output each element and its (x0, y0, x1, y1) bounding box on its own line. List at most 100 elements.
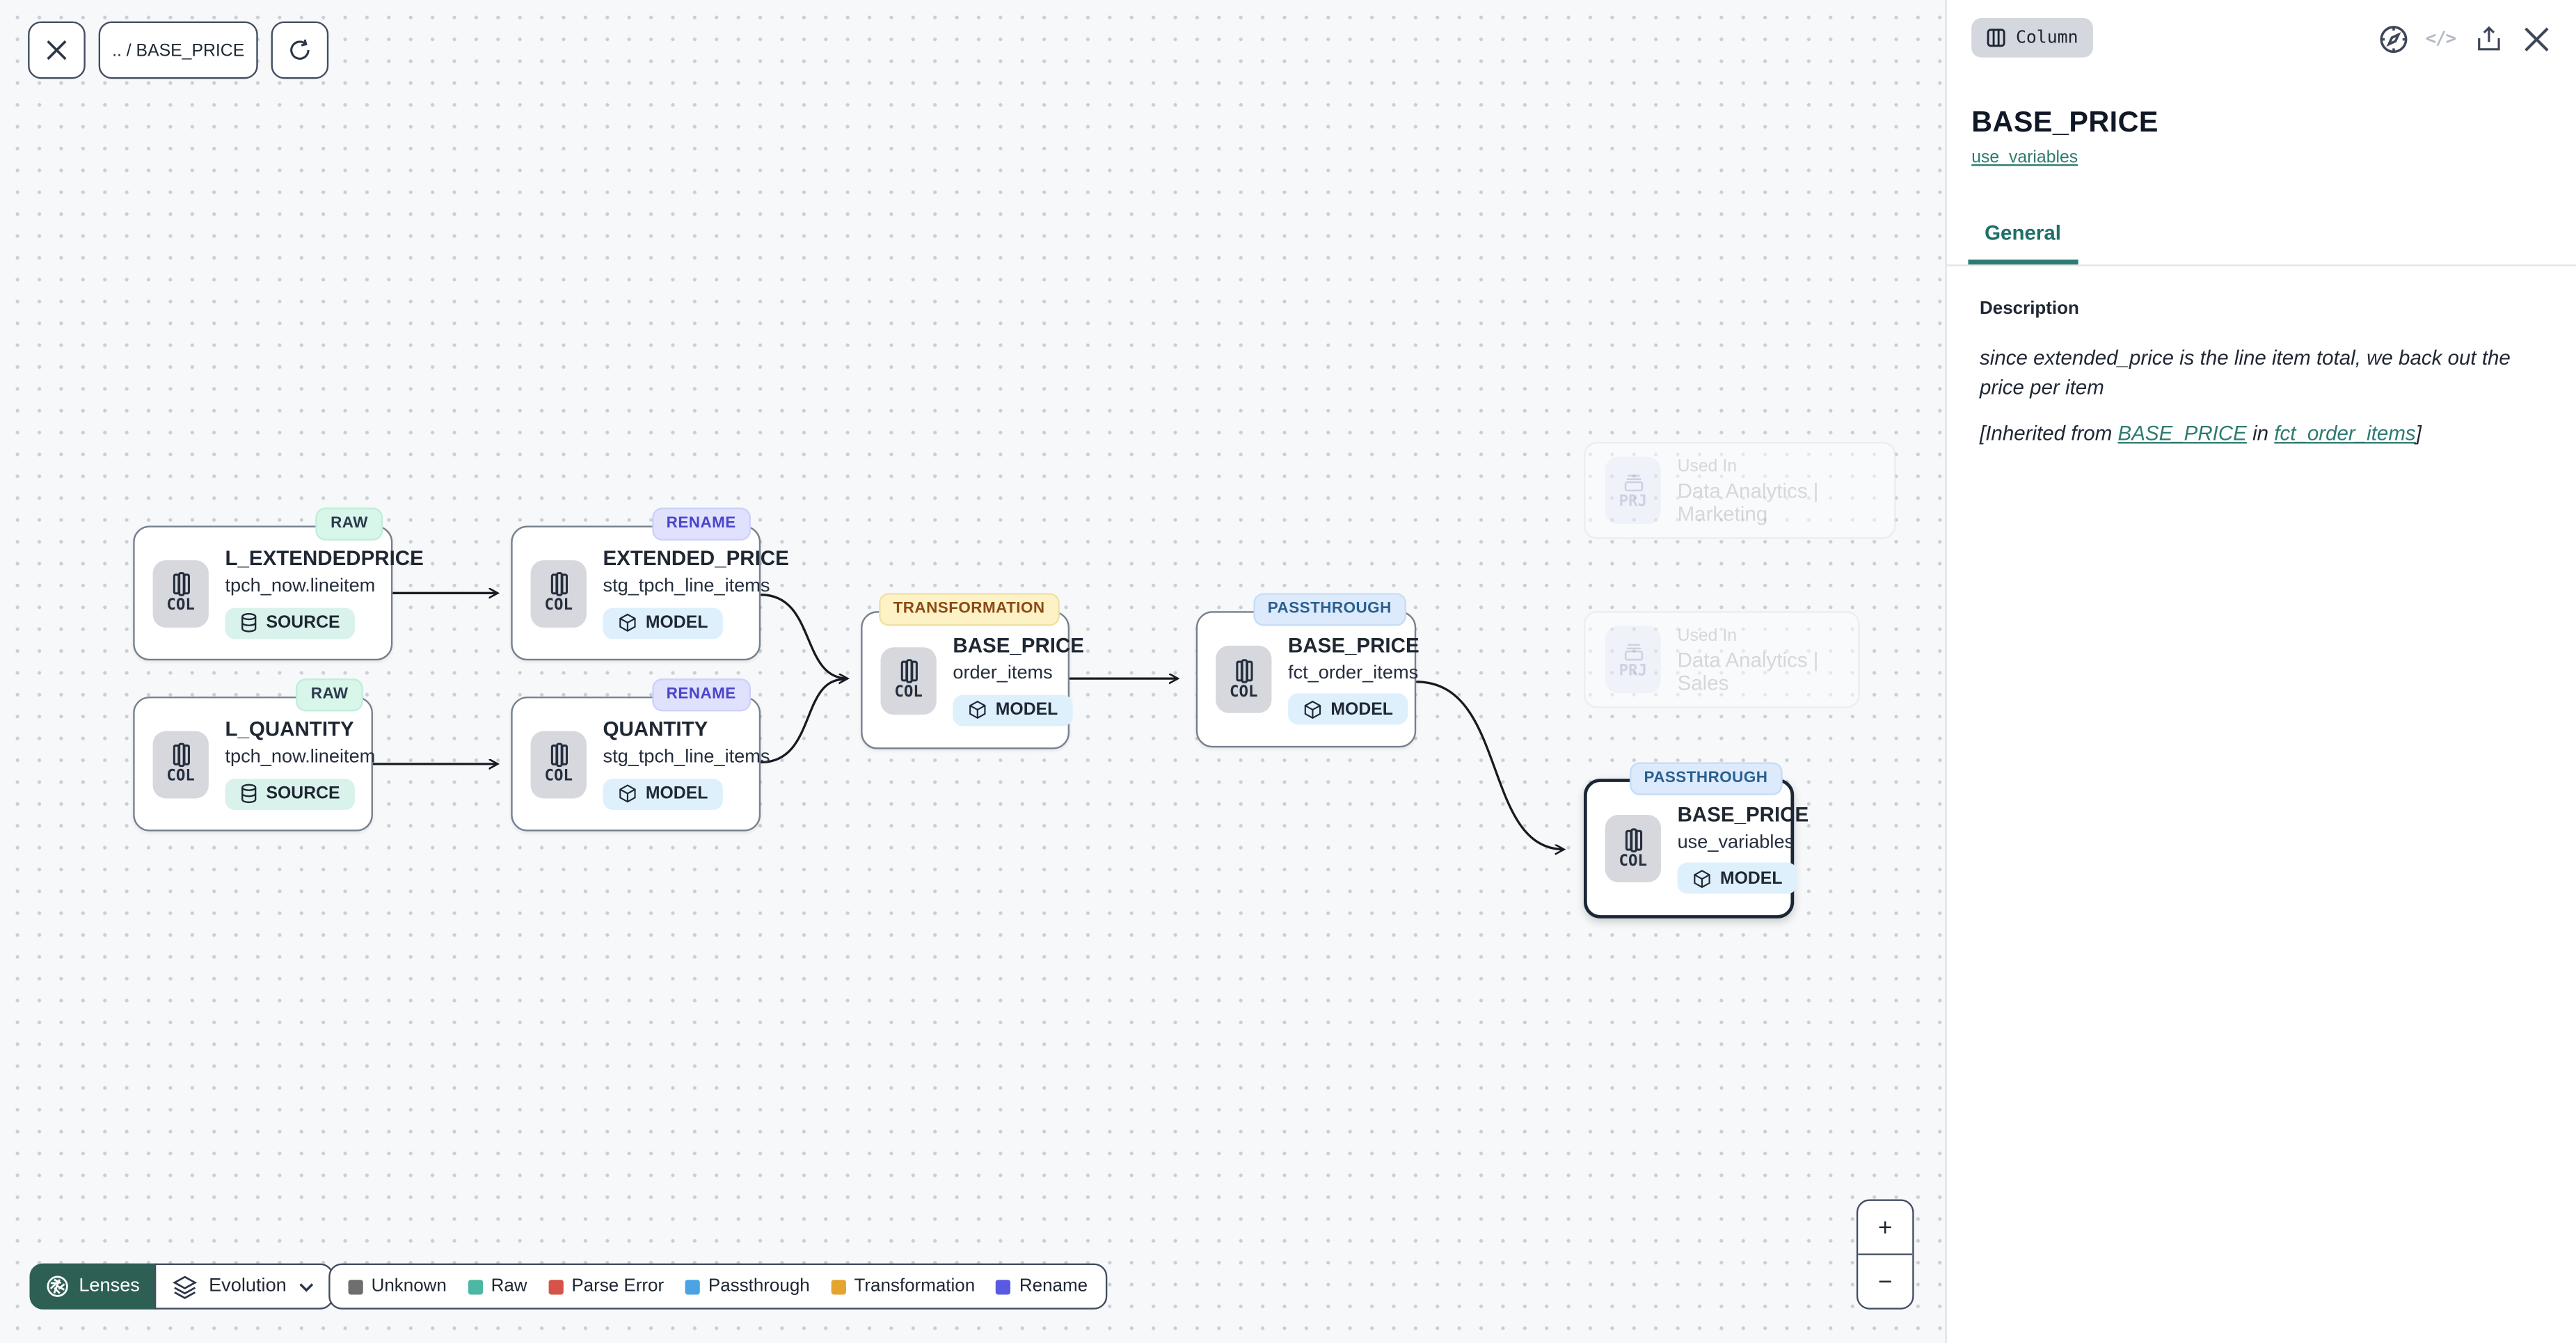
node-body: L_EXTENDEDPRICE tpch_now.lineitem SOURCE (225, 547, 424, 639)
close-icon (47, 40, 67, 61)
column-chip-label: COL (166, 768, 195, 786)
column-chip-label: COL (1619, 852, 1648, 871)
node-kind-label: MODEL (995, 700, 1058, 721)
view-code-button[interactable]: </> (2423, 22, 2458, 56)
cube-icon (1694, 869, 1710, 888)
lenses-button[interactable]: Lenses (29, 1263, 157, 1310)
panel-title: BASE_PRICE (1971, 105, 2158, 138)
node-title: L_QUANTITY (225, 717, 354, 742)
description-text: since extended_price is the line item to… (1980, 347, 2511, 400)
panel-actions: </> (2376, 22, 2553, 56)
legend-item: Parse Error (548, 1276, 664, 1296)
node-title: BASE_PRICE (953, 634, 1085, 658)
legend-label: Rename (1019, 1276, 1088, 1296)
legend-swatch (468, 1279, 483, 1294)
zoom-out-button[interactable]: − (1858, 1255, 1913, 1308)
model-link[interactable]: use_variables (1971, 148, 2078, 168)
cube-icon (619, 614, 636, 633)
node-title: L_EXTENDEDPRICE (225, 547, 424, 571)
used-in-project: Data Analytics | Marketing (1677, 479, 1819, 525)
column-node[interactable]: PASSTHROUGH COL BASE_PRICE use_variables… (1584, 762, 1808, 919)
column-chip: COL (152, 559, 209, 627)
column-node[interactable]: RENAME COL EXTENDED_PRICE stg_tpch_line_… (511, 507, 789, 661)
column-chip: COL (530, 730, 587, 798)
tab-general[interactable]: General (1968, 222, 2078, 265)
column-chip-label: COL (894, 683, 923, 702)
node-body: QUANTITY stg_tpch_line_items MODEL (603, 717, 770, 810)
close-icon (2524, 26, 2548, 51)
node-subtitle: stg_tpch_line_items (603, 576, 770, 597)
project-icon (1623, 643, 1643, 660)
inherited-column-link[interactable]: BASE_PRICE (2117, 422, 2247, 446)
column-chip-label: COL (166, 596, 195, 615)
column-chip-label: COL (544, 768, 573, 786)
description-section: Description since extended_price is the … (1947, 266, 2576, 446)
zoom-in-button[interactable]: + (1858, 1200, 1913, 1255)
node-body: BASE_PRICE use_variables MODEL (1677, 803, 1808, 895)
column-icon (172, 572, 189, 597)
legend-swatch (831, 1279, 846, 1294)
column-icon (550, 743, 567, 768)
breadcrumb[interactable]: .. / BASE_PRICE (98, 21, 258, 79)
used-in-node[interactable]: PRJ Used In Data Analytics | Marketing (1584, 442, 1896, 539)
column-icon (1987, 29, 2005, 47)
lenses-bar: Lenses Evolution (29, 1263, 335, 1310)
explore-button[interactable] (2376, 22, 2410, 56)
used-in-body: Used In Data Analytics | Sales (1678, 625, 1838, 694)
cube-icon (969, 701, 986, 720)
column-node[interactable]: TRANSFORMATION COL BASE_PRICE order_item… (861, 593, 1085, 749)
legend-swatch (348, 1279, 363, 1294)
column-node[interactable]: RAW COL L_EXTENDEDPRICE tpch_now.lineite… (133, 507, 424, 661)
edge (761, 678, 845, 764)
inherited-note: [Inherited from BASE_PRICE in fct_order_… (1980, 422, 2543, 445)
used-in-node[interactable]: PRJ Used In Data Analytics | Sales (1584, 611, 1860, 708)
legend-label: Transformation (854, 1276, 976, 1296)
legend-item: Passthrough (685, 1276, 810, 1296)
database-icon (241, 613, 257, 633)
column-chip: COL (880, 646, 937, 714)
edge (1416, 681, 1564, 850)
node-body: L_QUANTITY tpch_now.lineitem SOURCE (225, 717, 375, 810)
column-node[interactable]: PASSTHROUGH COL BASE_PRICE fct_order_ite… (1195, 593, 1420, 748)
column-icon (900, 659, 917, 684)
refresh-icon (290, 39, 310, 60)
node-kind-pill: MODEL (603, 778, 723, 810)
legend-swatch (548, 1279, 564, 1294)
used-in-body: Used In Data Analytics | Marketing (1678, 456, 1875, 525)
node-subtitle: fct_order_items (1288, 662, 1419, 683)
column-chip-label: COL (544, 596, 573, 615)
legend-swatch (996, 1279, 1012, 1294)
node-kind-label: MODEL (1330, 699, 1393, 720)
node-subtitle: stg_tpch_line_items (603, 747, 770, 768)
detail-panel: Column </> (1945, 0, 2576, 1343)
cube-icon (1304, 700, 1321, 719)
chevron-down-icon (300, 1282, 315, 1292)
project-chip: PRJ (1605, 626, 1661, 694)
compass-icon (2379, 25, 2407, 52)
column-node[interactable]: RENAME COL QUANTITY stg_tpch_line_items … (511, 678, 770, 832)
node-subtitle: order_items (953, 664, 1053, 684)
column-chip: COL (152, 730, 209, 798)
share-button[interactable] (2471, 22, 2506, 56)
legend-swatch (685, 1279, 701, 1294)
column-chip-label: COL (1229, 683, 1258, 701)
column-icon (172, 743, 189, 768)
column-icon (1624, 827, 1641, 852)
node-title: QUANTITY (603, 717, 708, 742)
lens-type-badge: PASSTHROUGH (1253, 593, 1407, 626)
node-subtitle: use_variables (1677, 832, 1795, 852)
node-kind-pill: SOURCE (225, 607, 355, 639)
inherited-model-link[interactable]: fct_order_items (2274, 422, 2416, 446)
project-chip: PRJ (1605, 456, 1661, 525)
close-panel-button[interactable] (2518, 22, 2553, 56)
close-graph-button[interactable] (28, 21, 86, 79)
edge (761, 594, 848, 678)
lens-select[interactable]: Evolution (154, 1263, 335, 1310)
refresh-button[interactable] (271, 21, 329, 79)
lens-type-badge: RENAME (651, 678, 751, 711)
column-node[interactable]: RAW COL L_QUANTITY tpch_now.lineitem SOU… (133, 678, 375, 832)
column-icon (1235, 658, 1253, 683)
project-chip-label: PRJ (1619, 661, 1648, 680)
